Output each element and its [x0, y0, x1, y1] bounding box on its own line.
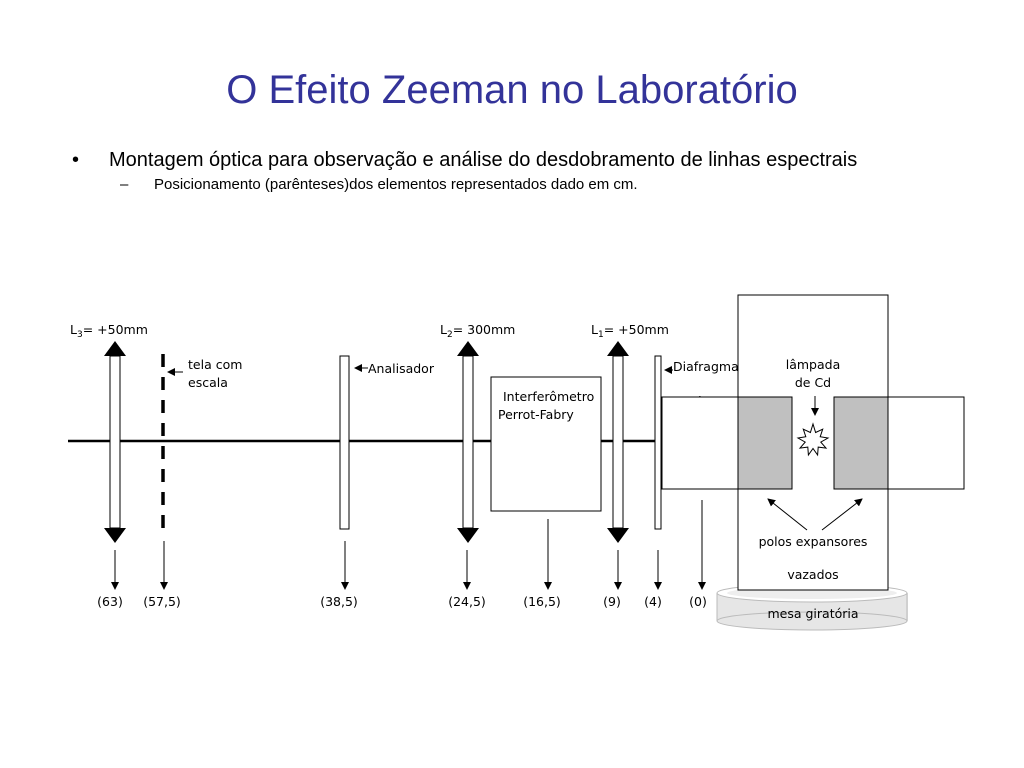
- position-label: (4): [644, 594, 662, 609]
- position-label: (63): [97, 594, 123, 609]
- lamp-burst: [796, 422, 830, 457]
- main-bullet-text: Montagem óptica para observação e anális…: [109, 149, 858, 171]
- pole-arrow-right: [821, 498, 863, 531]
- pole-piece-right: [833, 396, 889, 490]
- position-label: (16,5): [523, 594, 561, 609]
- screen-label-line1: tela com: [188, 357, 242, 372]
- position-label: (24,5): [448, 594, 486, 609]
- interferometer-label-line2: Perrot-Fabry: [498, 407, 574, 422]
- bullet-marker: •: [72, 149, 80, 171]
- poles-label-line2: vazados: [787, 567, 838, 582]
- lamp-label-line1: lâmpada: [786, 357, 841, 372]
- position-label: (9): [603, 594, 621, 609]
- diaphragm: [654, 355, 662, 530]
- position-label: (0): [689, 594, 707, 609]
- position-label: (57,5): [143, 594, 181, 609]
- analyzer-label: Analisador: [368, 361, 435, 376]
- sub-bullet-marker: –: [120, 176, 129, 193]
- pole-arrow-left: [767, 498, 808, 531]
- lens-l1-label: L1= +50mm: [591, 322, 669, 340]
- rotating-table: [716, 583, 908, 631]
- left-extension-box: [661, 396, 740, 490]
- interferometer: [490, 376, 602, 512]
- diaphragm-label-line1: Diafragma: [673, 359, 739, 374]
- table-label: mesa giratória: [767, 606, 858, 621]
- interferometer-label-line1: Interferômetro: [503, 389, 594, 404]
- sub-bullet-text: Posicionamento (parênteses)dos elementos…: [154, 176, 638, 193]
- right-extension-box: [886, 396, 965, 490]
- poles-label-line1: polos expansores: [759, 534, 868, 549]
- lens-l3: [104, 341, 126, 543]
- lens-l2-label: L2= 300mm: [440, 322, 515, 340]
- lens-l1: [607, 341, 629, 543]
- analyzer: [339, 355, 350, 530]
- lamp-label-line2: de Cd: [795, 375, 831, 390]
- screen-label-line2: escala: [188, 375, 228, 390]
- position-arrows: [111, 500, 706, 590]
- position-label: (38,5): [320, 594, 358, 609]
- lens-l3-label: L3= +50mm: [70, 322, 148, 340]
- pole-piece-left: [737, 396, 793, 490]
- slide-title: O Efeito Zeeman no Laboratório: [226, 68, 798, 112]
- lens-l2: [457, 341, 479, 543]
